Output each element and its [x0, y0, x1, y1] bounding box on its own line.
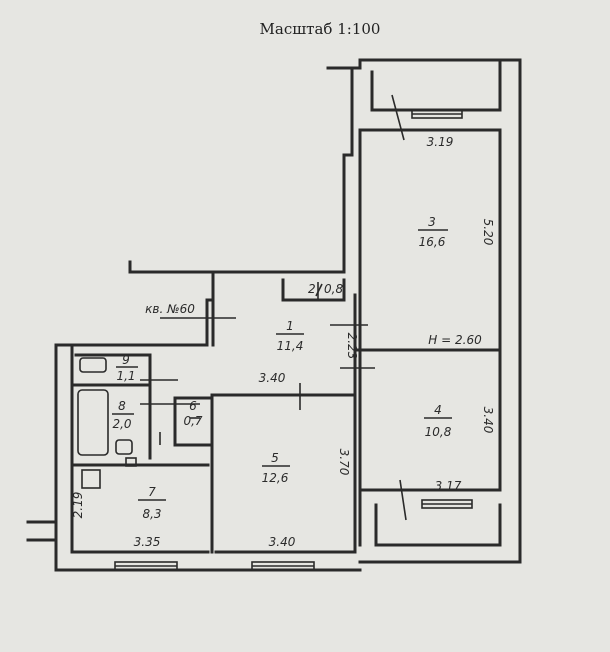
room-4-area: 10,8: [425, 425, 452, 439]
dim-room3-width: 3.19: [427, 135, 454, 149]
room-2-number: 2: [308, 282, 316, 296]
dim-room5-width: 3.40: [269, 535, 296, 549]
bath-fixtures: [77, 357, 137, 489]
room-6-area: 0,7: [183, 414, 202, 428]
room-1-number: 1: [286, 319, 294, 333]
room-5-area: 12,6: [262, 471, 289, 485]
room-9-area: 1,1: [116, 369, 135, 383]
dim-kitchen-width: 3.35: [134, 535, 161, 549]
interior-walls: [70, 278, 502, 554]
dim-room3-length: 5.20: [481, 219, 495, 246]
room-7-number: 7: [148, 485, 156, 499]
room-8-area: 2,0: [112, 417, 131, 431]
dim-corridor-width: 3.40: [259, 371, 286, 385]
room-7-area: 8,3: [142, 507, 161, 521]
dim-room4-length: 3.40: [481, 407, 495, 434]
room-3-area: 16,6: [419, 235, 446, 249]
windows: [114, 109, 473, 571]
room-9-number: 9: [122, 353, 130, 367]
scale-label: Масштаб 1:100: [260, 20, 381, 38]
room-5-number: 5: [271, 451, 279, 465]
room-6-number: 6: [189, 399, 197, 413]
room-1-area: 11,4: [277, 339, 304, 353]
apartment-label: кв. №60: [145, 302, 195, 316]
dim-room5-length: 3.70: [337, 449, 351, 476]
dimension-marks: [140, 94, 407, 521]
dim-room4-width: 3.17: [435, 479, 462, 493]
room-4-number: 4: [434, 403, 442, 417]
room-3-number: 3: [428, 215, 436, 229]
room-labels: 3 16,6 1 11,4 2 0,8 4 10,8 5 12,6 6 0,7 …: [112, 215, 452, 521]
room-8-number: 8: [118, 399, 126, 413]
ceiling-height-label: H = 2.60: [428, 333, 482, 347]
room-2-area: 0,8: [324, 282, 343, 296]
dim-corridor-depth: 2.23: [345, 333, 359, 360]
dimension-labels: 3.19 5.20 3.17 3.40 3.40 2.23 3.70 3.40 …: [71, 135, 495, 549]
dim-kitchen-depth: 2.19: [71, 492, 85, 519]
outer-walls: [26, 58, 522, 572]
